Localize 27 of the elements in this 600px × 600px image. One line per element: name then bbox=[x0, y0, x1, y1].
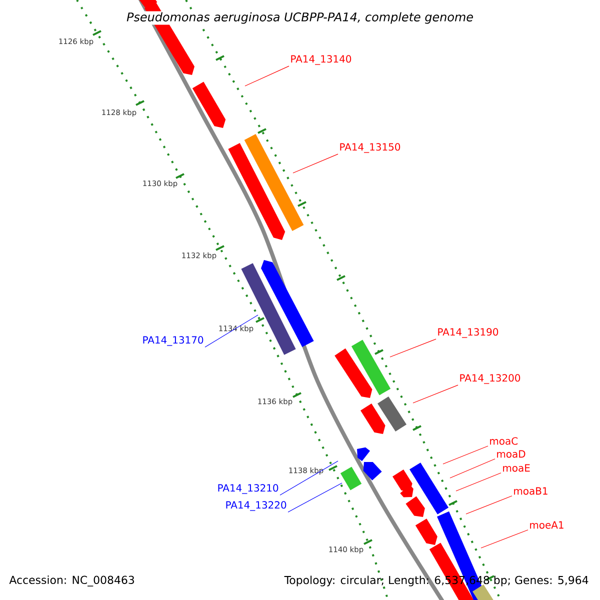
map-title: Pseudomonas aeruginosa UCBPP-PA14, complete genome bbox=[126, 11, 474, 25]
leader-line bbox=[280, 460, 338, 496]
gene-label: PA14_13210 bbox=[218, 484, 278, 494]
leader-line bbox=[412, 384, 458, 404]
leader-line bbox=[204, 314, 258, 348]
gene-label: PA14_13140 bbox=[291, 55, 352, 65]
gene-label: PA14_13220 bbox=[226, 501, 286, 511]
gene-label: moaE bbox=[503, 464, 530, 472]
gene-label: moaB1 bbox=[514, 487, 548, 495]
leader-line bbox=[456, 472, 502, 492]
genome-info-text: Topology: circular; Length: 6,537,648 bp; Genes: 5,964 bbox=[284, 576, 588, 586]
accession-label: Accession: NC_008463 bbox=[9, 576, 134, 586]
gene-label: PA14_13170 bbox=[143, 336, 204, 346]
leader-line bbox=[442, 446, 488, 464]
leader-line bbox=[288, 482, 342, 512]
leader-line bbox=[292, 154, 338, 174]
leader-line bbox=[390, 338, 436, 358]
gene-label: moeA1 bbox=[530, 521, 564, 529]
leader-line bbox=[466, 496, 512, 514]
gene-label: PA14_13200 bbox=[460, 374, 520, 384]
gene-label: PA14_13150 bbox=[340, 143, 400, 153]
gene-label: moaD bbox=[497, 450, 526, 458]
gene-label: moaC bbox=[490, 437, 518, 445]
leader-line bbox=[480, 530, 528, 548]
gene-label: PA14_13190 bbox=[438, 328, 498, 338]
leader-line bbox=[244, 66, 290, 86]
leader-line bbox=[450, 458, 496, 478]
